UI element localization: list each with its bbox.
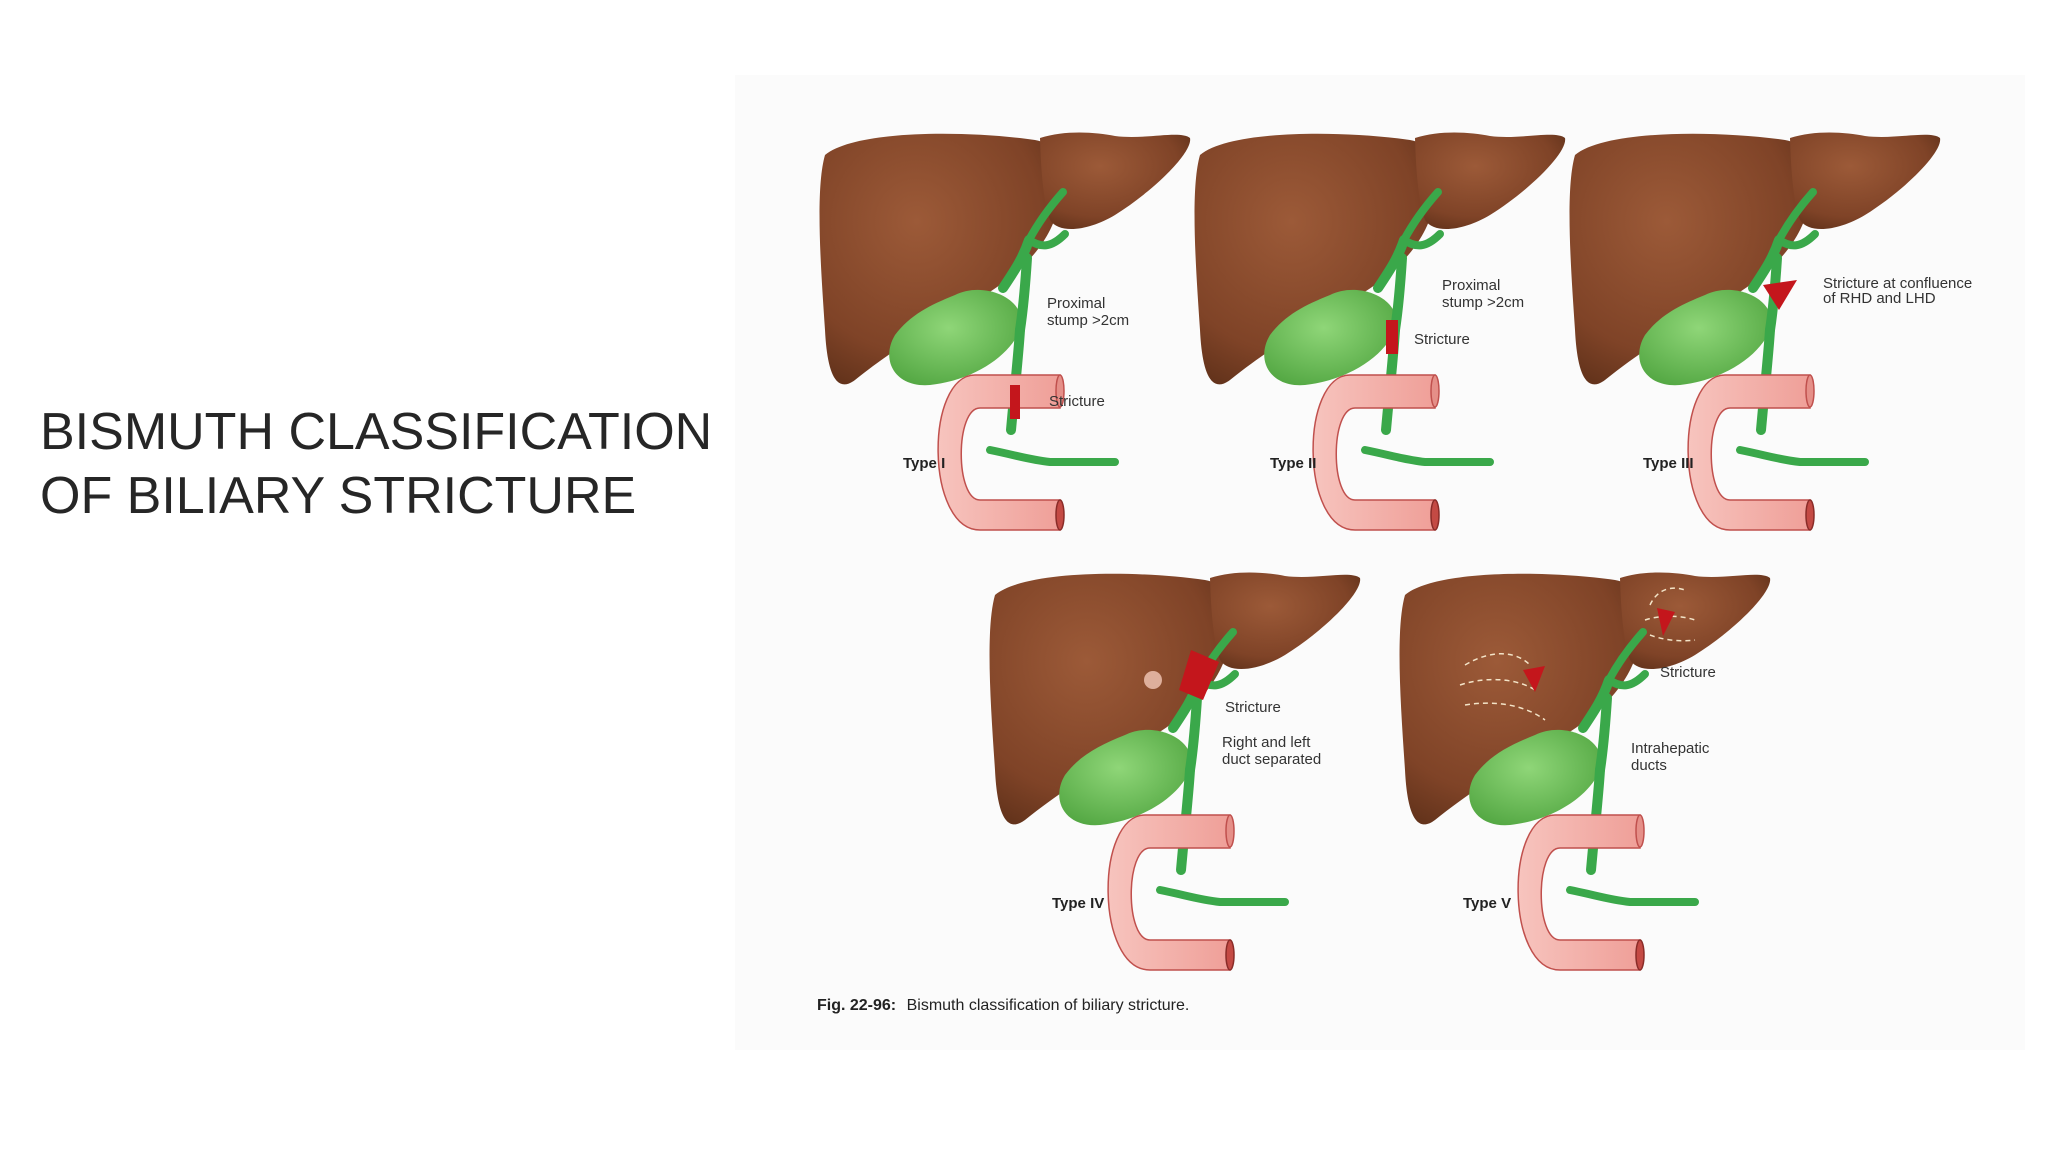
type-label: Type I	[903, 455, 945, 472]
stricture-marker-left	[1657, 608, 1675, 636]
caption-text: Bismuth classification of biliary strict…	[907, 997, 1190, 1014]
annotation-stricture: Stricture	[1660, 664, 1716, 681]
bismuth-figure: Proximal stump >2cm Stricture Type I Pro…	[735, 75, 2025, 1050]
figure-caption: Fig. 22-96: Bismuth classification of bi…	[817, 997, 1189, 1014]
type-label: Type II	[1270, 455, 1316, 472]
stricture-marker	[1010, 385, 1020, 419]
slide-title-line-2: OF BILIARY STRICTURE	[40, 467, 637, 525]
annotation-rhd-lhd: of RHD and LHD	[1823, 290, 1936, 307]
slide-title: BISMUTH CLASSIFICATION OF BILIARY STRICT…	[40, 400, 740, 528]
annotation-right-left: Right and left	[1222, 734, 1311, 751]
annotation-proximal: Proximal	[1047, 295, 1105, 312]
slide-title-line-1: BISMUTH CLASSIFICATION	[40, 403, 713, 461]
annotation-stump: stump >2cm	[1047, 312, 1129, 329]
panel-type-5: Stricture Intrahepatic ducts Type V	[1400, 573, 1771, 971]
annotation-stricture: Stricture	[1049, 393, 1105, 410]
panel-type-4: Stricture Right and left duct separated …	[990, 573, 1361, 971]
intrahepatic-ducts	[1459, 587, 1696, 721]
annotation-confluence: Stricture at confluence	[1823, 275, 1972, 292]
panel-type-2: Proximal stump >2cm Stricture Type II	[1195, 133, 1566, 531]
stricture-marker	[1763, 280, 1797, 310]
type-label: Type V	[1463, 895, 1511, 912]
stricture-marker-right	[1523, 666, 1545, 692]
annotation-ducts: ducts	[1631, 757, 1667, 774]
annotation-stricture: Stricture	[1414, 331, 1470, 348]
annotation-intrahepatic: Intrahepatic	[1631, 740, 1710, 757]
annotation-duct-separated: duct separated	[1222, 751, 1321, 768]
annotation-stump: stump >2cm	[1442, 294, 1524, 311]
stricture-marker	[1179, 650, 1219, 700]
type-label: Type IV	[1052, 895, 1104, 912]
annotation-proximal: Proximal	[1442, 277, 1500, 294]
type-label: Type III	[1643, 455, 1694, 472]
annotation-stricture: Stricture	[1225, 699, 1281, 716]
panel-type-1: Proximal stump >2cm Stricture Type I	[820, 133, 1191, 531]
separated-duct-stump	[1144, 671, 1162, 689]
panel-type-3: Stricture at confluence of RHD and LHD T…	[1570, 133, 1972, 531]
stricture-marker	[1386, 320, 1398, 354]
bismuth-diagram: Proximal stump >2cm Stricture Type I Pro…	[735, 75, 1972, 1014]
caption-label: Fig. 22-96:	[817, 997, 896, 1014]
